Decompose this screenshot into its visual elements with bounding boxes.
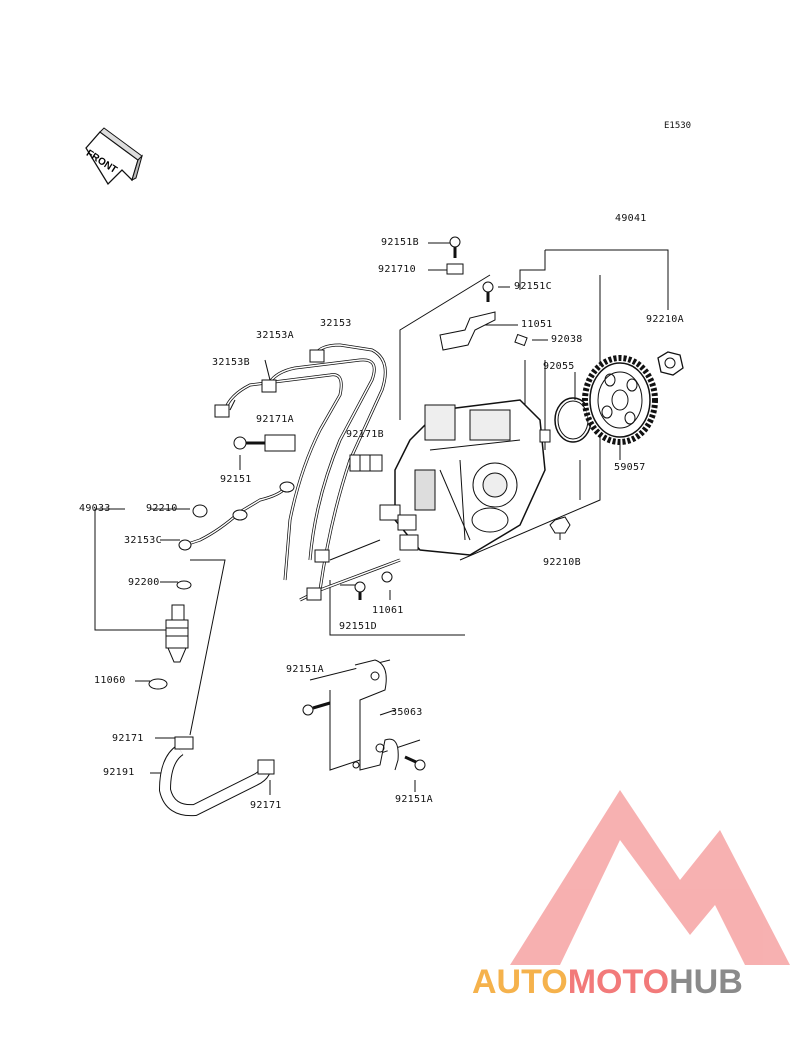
- injection-pump: [379, 399, 551, 556]
- part-label: 92171B: [346, 429, 384, 440]
- part-label: 92151A: [395, 794, 433, 805]
- part-label: 92151D: [339, 621, 377, 632]
- part-label: 32153: [320, 318, 352, 329]
- part-label: 92151: [220, 474, 252, 485]
- watermark-moto: MOTO: [567, 963, 670, 1001]
- part-label: 92200: [128, 577, 160, 588]
- part-label: 11060: [94, 675, 126, 686]
- watermark-logo-mark: [510, 790, 790, 965]
- part-label: 35063: [391, 707, 423, 718]
- part-label: 92038: [551, 334, 583, 345]
- part-label: 11061: [372, 605, 404, 616]
- part-label: 92151B: [381, 237, 419, 248]
- part-label: 49041: [615, 213, 647, 224]
- front-arrow-icon: [85, 127, 143, 186]
- part-label: 921710: [378, 264, 416, 275]
- gear-icon: [582, 355, 658, 445]
- watermark-hub: HUB: [669, 963, 743, 1001]
- watermark-auto: AUTO: [472, 963, 568, 1001]
- part-label: 92210B: [543, 557, 581, 568]
- part-label: 32153B: [212, 357, 250, 368]
- part-label: 92151C: [514, 281, 552, 292]
- part-label: 32153C: [124, 535, 162, 546]
- part-label: 92171A: [256, 414, 294, 425]
- part-label: 92171: [250, 800, 282, 811]
- part-label: 49033: [79, 503, 111, 514]
- part-label: 92055: [543, 361, 575, 372]
- part-label: 92151A: [286, 664, 324, 675]
- part-label: 92171: [112, 733, 144, 744]
- part-label: 92210: [146, 503, 178, 514]
- part-label: 92191: [103, 767, 135, 778]
- watermark-logo: AUTOMOTOHUB: [472, 962, 743, 1002]
- part-label: 11051: [521, 319, 553, 330]
- part-label: 32153A: [256, 330, 294, 341]
- part-label: 59057: [614, 462, 646, 473]
- diagram-ref-code: E1530: [664, 121, 692, 131]
- part-label: 92210A: [646, 314, 684, 325]
